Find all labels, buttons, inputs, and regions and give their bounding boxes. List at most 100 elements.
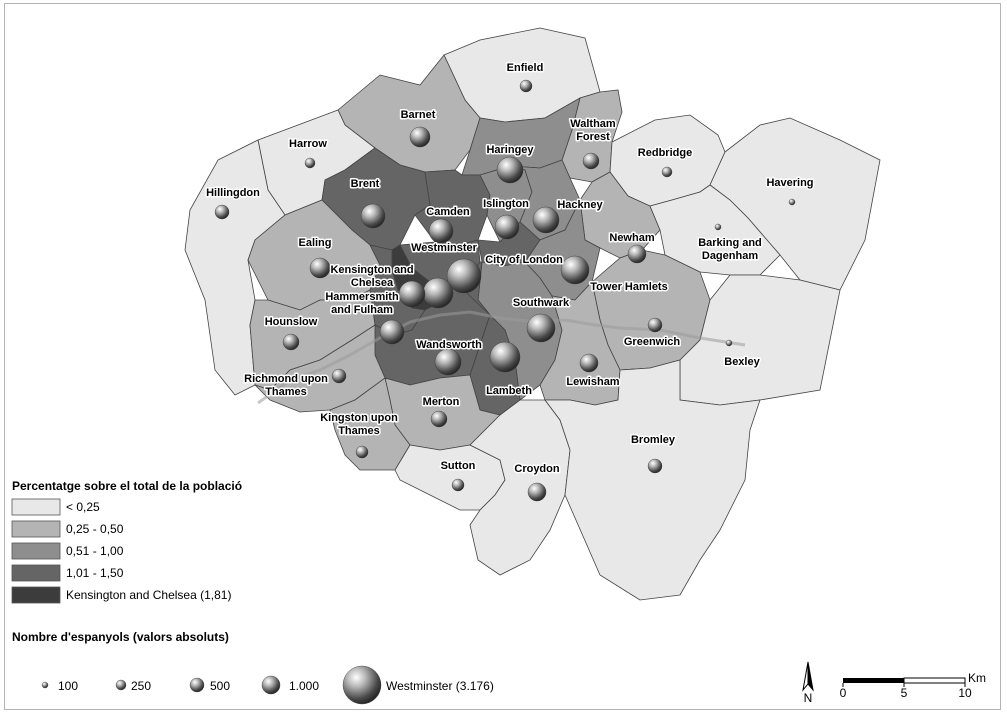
bubble-brent	[360, 203, 386, 229]
bubble-havering	[788, 198, 796, 206]
legend-bubble-label-1: 100	[58, 679, 78, 693]
legend-bubble-1	[41, 681, 49, 689]
bubble-barking	[714, 223, 722, 231]
label-hillingdon: Hillingdon	[206, 187, 260, 199]
north-label: N	[804, 691, 813, 705]
legend-bubble-2	[115, 679, 127, 691]
label-southwark: Southwark	[513, 297, 570, 309]
legend-bubble-3	[189, 677, 205, 693]
scale-bar: 0 5 10 Km	[840, 671, 986, 700]
bubble-towerhamlets	[560, 255, 590, 285]
bubble-islington	[494, 214, 520, 240]
bubble-symbols	[214, 79, 796, 502]
bubble-waltham	[582, 152, 600, 170]
bubble-richmond	[331, 368, 347, 384]
scale-tick-5: 5	[901, 686, 908, 700]
label-hounslow: Hounslow	[265, 316, 318, 328]
label-havering: Havering	[766, 177, 813, 189]
label-haringey: Haringey	[486, 144, 534, 156]
bubble-wandsworth	[434, 348, 462, 376]
label-harrow: Harrow	[289, 138, 327, 150]
label-brent: Brent	[351, 178, 380, 190]
legend-class-label-3: 0,51 - 1,00	[66, 544, 124, 558]
label-lewisham: Lewisham	[566, 376, 619, 388]
bubble-lambeth	[489, 341, 521, 373]
bubble-ealing	[309, 257, 331, 279]
label-wandsworth: Wandsworth	[416, 339, 482, 351]
bubble-hammersmith	[379, 319, 405, 345]
legend-bubble-label-5: Westminster (3.176)	[386, 679, 494, 693]
legend-bubble-4	[261, 675, 281, 695]
bubble-bromley	[647, 458, 663, 474]
bubble-bexley	[725, 339, 733, 347]
north-arrow-icon: N	[802, 661, 814, 705]
legend-swatch-5	[11, 586, 61, 604]
legend-class-label-4: 1,01 - 1,50	[66, 566, 124, 580]
borough-bromley	[544, 359, 761, 601]
legend-class-label-1: < 0,25	[66, 500, 100, 514]
bubble-sutton	[451, 478, 465, 492]
legend-abs: 100 250 500 1.000 Westminster (3.176)	[41, 665, 494, 705]
legend-swatch-4	[11, 564, 61, 582]
label-merton: Merton	[423, 396, 460, 408]
borough-sutton	[394, 444, 506, 511]
label-redbridge: Redbridge	[638, 147, 692, 159]
label-newham: Newham	[609, 232, 654, 244]
label-hackney: Hackney	[557, 199, 603, 211]
legend-swatch-2	[11, 520, 61, 538]
legend-bubble-5	[342, 665, 382, 705]
scale-tick-10: 10	[958, 686, 972, 700]
bubble-enfield	[519, 79, 533, 93]
bubble-redbridge	[661, 166, 673, 178]
label-camden: Camden	[426, 206, 470, 218]
borough-polygons	[184, 27, 881, 601]
label-westminster: Westminster	[411, 242, 478, 254]
legend-swatch-3	[11, 542, 61, 560]
label-croydon: Croydon	[514, 463, 560, 475]
legend-pct: < 0,250,25 - 0,500,51 - 1,001,01 - 1,50K…	[11, 498, 231, 604]
bubble-barnet	[409, 126, 431, 148]
label-lambeth: Lambeth	[486, 385, 532, 397]
label-ealing: Ealing	[298, 237, 331, 249]
bubble-haringey	[496, 156, 524, 184]
bubble-city	[422, 277, 454, 309]
bubble-hounslow	[282, 333, 300, 351]
legend-bubble-label-4: 1.000	[289, 679, 319, 693]
label-barnet: Barnet	[401, 109, 436, 121]
label-bromley: Bromley	[631, 434, 676, 446]
bubble-croydon	[527, 482, 547, 502]
bubble-kensington	[398, 280, 426, 308]
bubble-merton	[430, 410, 448, 428]
legend-class-label-5: Kensington and Chelsea (1,81)	[66, 588, 231, 602]
label-towerhamlets: Tower Hamlets	[590, 281, 667, 293]
bubble-harrow	[304, 157, 316, 169]
label-city: City of London	[485, 254, 563, 266]
bubble-lewisham	[579, 353, 599, 373]
label-bexley: Bexley	[724, 356, 760, 368]
legend-bubble-label-3: 500	[210, 679, 230, 693]
river-thames	[257, 310, 746, 405]
bubble-southwark	[526, 313, 556, 343]
label-greenwich: Greenwich	[624, 336, 681, 348]
bubble-kingston	[355, 445, 369, 459]
bubble-greenwich	[647, 317, 663, 333]
legend-abs-title: Nombre d'espanyols (valors absoluts)	[12, 630, 229, 644]
bubble-westminster	[446, 258, 482, 294]
bubble-newham	[627, 244, 647, 264]
label-sutton: Sutton	[441, 460, 476, 472]
bubble-hillingdon	[214, 204, 230, 220]
legend-bubble-label-2: 250	[131, 679, 151, 693]
label-islington: Islington	[483, 198, 529, 210]
scale-tick-0: 0	[840, 686, 847, 700]
bubble-camden	[428, 218, 454, 244]
bubble-hackney	[532, 206, 560, 234]
legend-swatch-1	[11, 498, 61, 516]
